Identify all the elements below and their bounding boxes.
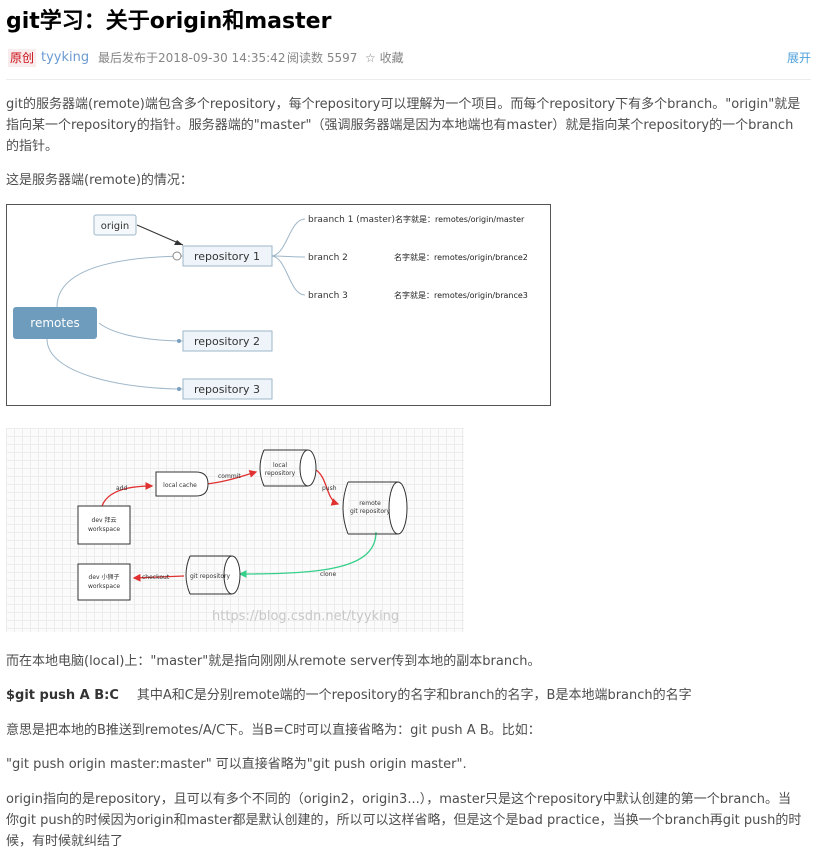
paragraph-5: 意思是把本地的B推送到remotes/A/C下。当B=C时可以直接省略为：git… — [6, 723, 541, 738]
paragraph-7-line-3: 候，有时候就纠结了 — [6, 834, 124, 849]
repository-2-label: repository 2 — [194, 335, 260, 348]
connector-dot — [177, 339, 181, 343]
remote-repository-label: remote — [359, 500, 381, 507]
dev2-workspace-node — [77, 563, 131, 601]
paragraph-7-line-2: 你git push的时候因为origin和master都是默认创建的，所以可以这… — [6, 813, 802, 828]
paragraph-6: "git push origin master:master" 可以直接省略为"… — [6, 757, 467, 772]
read-count: 阅读数 5597 — [287, 51, 358, 65]
local-repository-node — [299, 449, 317, 487]
add-label: add — [116, 485, 127, 492]
git-workflow-diagram: add commit push clone checkout dev 拜云 wo… — [6, 428, 464, 632]
origin-node — [93, 214, 137, 236]
clone-label: clone — [320, 571, 336, 578]
branch-3-label: branch 3 — [308, 291, 348, 301]
connector-dot — [172, 251, 182, 261]
connector-dot — [177, 387, 181, 391]
remotes-label: remotes — [30, 316, 79, 330]
remote-repository-node — [388, 481, 408, 535]
repository-3-label: repository 3 — [194, 383, 260, 396]
article-title: git学习：关于origin和master — [6, 9, 332, 34]
remotes-node — [13, 307, 97, 339]
dev2-workspace-label: workspace — [88, 583, 120, 590]
divider — [6, 79, 811, 80]
local-repository-label: repository — [265, 470, 296, 477]
commit-label: commit — [218, 473, 241, 480]
dev2-workspace-label: dev 小狮子 — [89, 573, 120, 581]
checkout-label: checkout — [142, 574, 170, 581]
paragraph-7-line-1: origin指向的是repository，且可以有多个不同的（origin2，o… — [6, 792, 791, 807]
local-cache-label: local cache — [163, 482, 197, 489]
paragraph-1-line-2: 指向某一个repository的指针。服务器端的"master"（强调服务器端是… — [6, 118, 794, 133]
branch-2-name: 名字就是：remotes/origin/brance2 — [394, 252, 528, 262]
expand-button[interactable]: 展开 — [786, 51, 811, 65]
watermark: https://blog.csdn.net/tyyking — [212, 609, 399, 624]
git-repository-node — [223, 555, 241, 595]
dev1-workspace-node — [77, 505, 131, 545]
paragraph-1-line-3: 的指针。 — [6, 139, 59, 154]
dev1-workspace-label: workspace — [88, 526, 120, 533]
remote-repository-label: git repository — [350, 508, 391, 515]
remote-structure-diagram: remotes origin repository 1 repository 2… — [6, 204, 551, 406]
origin-label: origin — [101, 221, 129, 232]
branch-1-label: braanch 1 (master) — [308, 215, 395, 225]
local-repository-label: local — [273, 462, 287, 469]
git-push-description: 其中A和C是分别remote端的一个repository的名字和branch的名… — [136, 688, 692, 703]
branch-3-name: 名字就是：remotes/origin/brance3 — [394, 290, 528, 300]
repository-3-node — [182, 378, 273, 400]
repository-1-label: repository 1 — [194, 250, 260, 263]
git-push-command: $git push A B:C — [6, 688, 119, 703]
branch-1-name: 名字就是：remotes/origin/master — [395, 214, 525, 224]
git-repository-label: git repository — [190, 573, 231, 580]
publish-time: 最后发布于2018-09-30 14:35:42 — [98, 51, 286, 65]
favorite-button[interactable]: ☆ 收藏 — [365, 51, 404, 65]
push-label: push — [322, 485, 337, 492]
repository-2-node — [182, 330, 273, 352]
paragraph-2: 这是服务器端(remote)的情况： — [6, 173, 193, 188]
branch-2-label: branch 2 — [308, 253, 348, 263]
paragraph-1-line-1: git的服务器端(remote)端包含多个repository，每个reposi… — [6, 97, 801, 112]
local-cache-node — [155, 471, 209, 497]
dev1-workspace-label: dev 拜云 — [92, 516, 117, 524]
paragraph-4: $git push A B:C 其中A和C是分别remote端的一个reposit… — [6, 685, 692, 706]
original-badge: 原创 — [8, 49, 37, 67]
paragraph-3: 而在本地电脑(local)上："master"就是指向刚刚从remote ser… — [6, 654, 541, 669]
author-link[interactable]: tyyking — [41, 50, 90, 65]
article-meta: 原创 tyyking 最后发布于2018-09-30 14:35:42 阅读数 … — [6, 49, 811, 67]
repository-1-node — [182, 245, 273, 267]
